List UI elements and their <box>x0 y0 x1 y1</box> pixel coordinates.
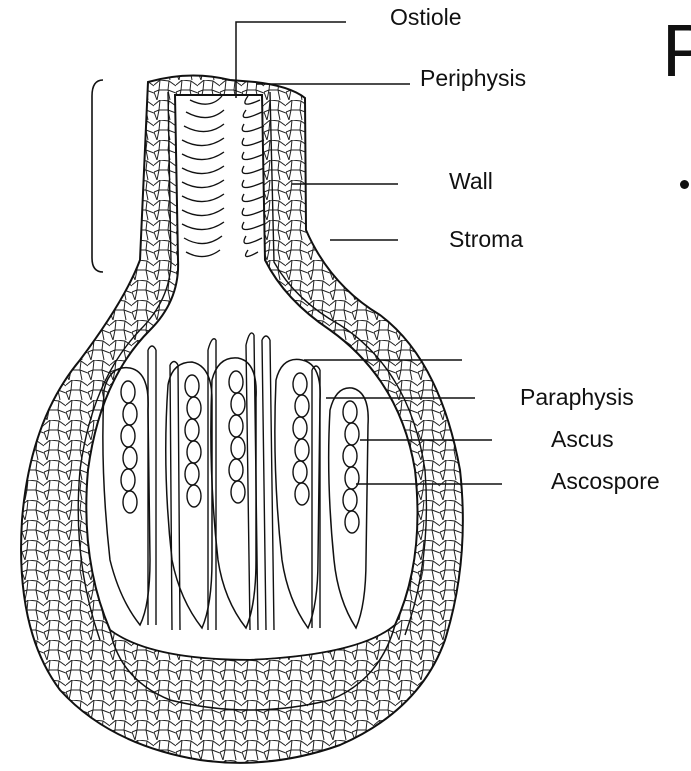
perithecium-cavity <box>86 95 417 660</box>
label-periphysis: Periphysis <box>420 67 526 90</box>
label-ostiole: Ostiole <box>390 6 462 29</box>
neck-bracket <box>92 80 103 272</box>
label-wall: Wall <box>449 170 493 193</box>
label-paraphysis: Paraphysis <box>520 386 634 409</box>
slide-title-fragment: P <box>662 14 691 88</box>
label-ascus: Ascus <box>551 428 614 451</box>
bullet-dot <box>680 180 689 189</box>
label-ascospore: Ascospore <box>551 470 660 493</box>
label-stroma: Stroma <box>449 228 523 251</box>
